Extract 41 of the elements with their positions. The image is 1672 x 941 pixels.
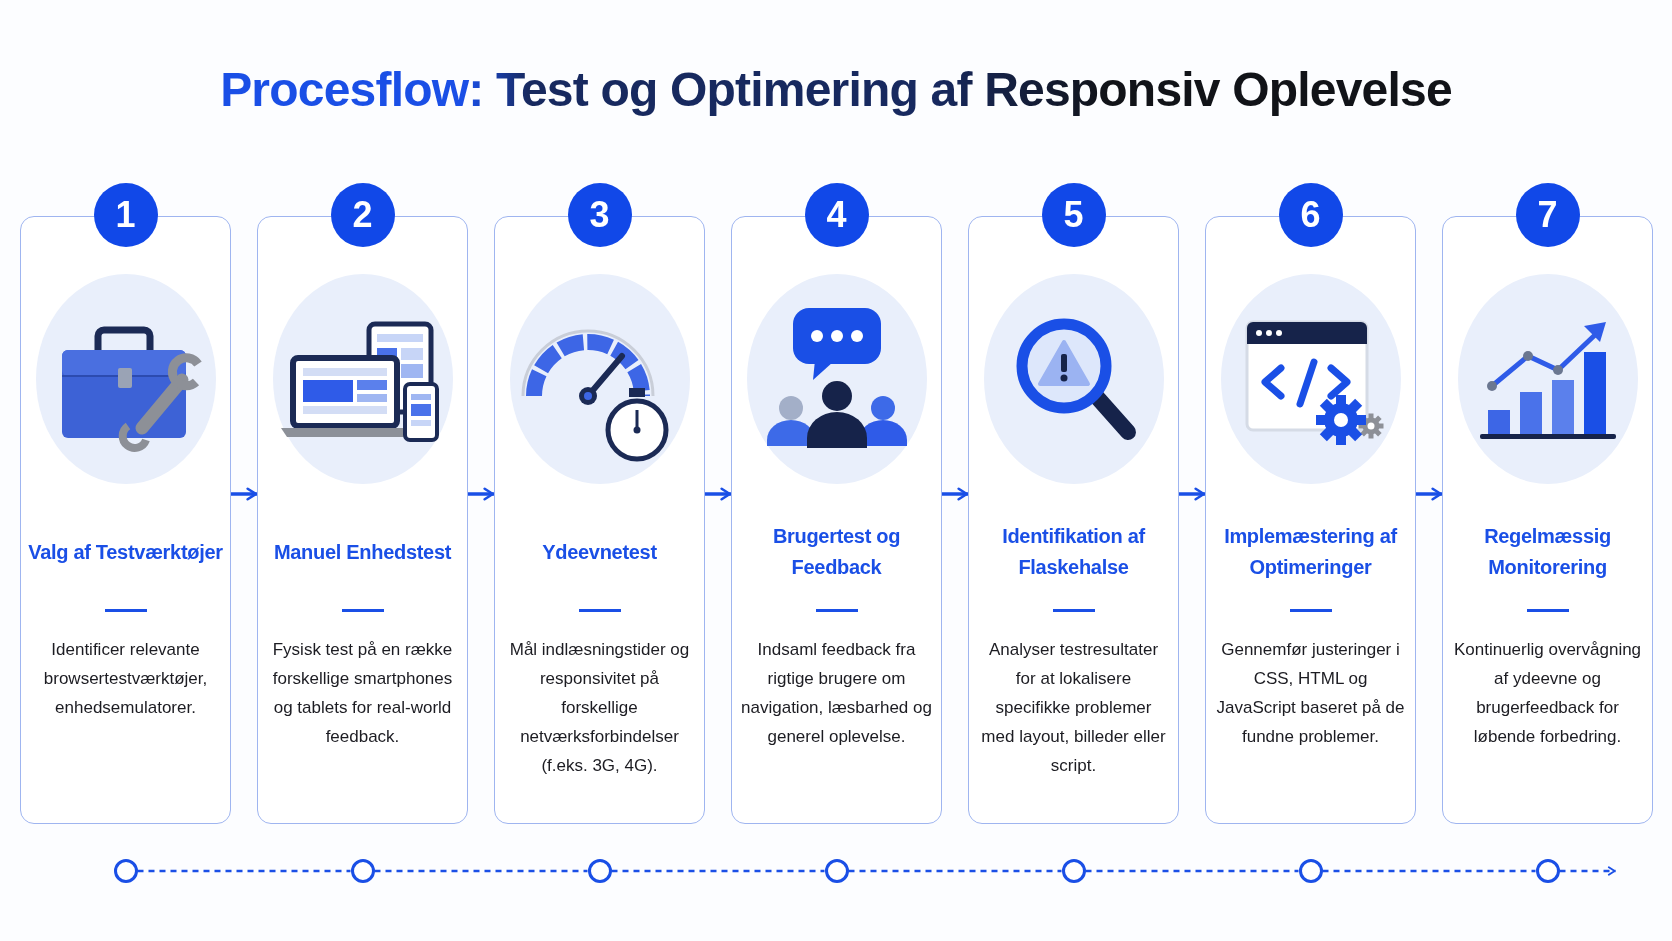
arrow — [1416, 487, 1443, 501]
step-number: 3 — [567, 183, 632, 247]
timeline-dot — [113, 859, 138, 883]
dashed-connector-line — [848, 869, 1062, 873]
dashed-connector-line — [374, 869, 588, 873]
timeline-dot — [1535, 859, 1560, 883]
dashed-connector-line — [611, 869, 825, 873]
step-description: Fysisk test på en række forskellige smartphones og tablets for real-world feedback. — [271, 639, 454, 748]
step-number: 7 — [1515, 183, 1580, 247]
timeline-dot — [350, 859, 375, 883]
step-description: Analyser testresultater for at lokalisere specifikke problemer med layout, billeder eller script. — [980, 639, 1167, 777]
step-title: Manuel Enhedstest — [273, 539, 452, 565]
step-number: 5 — [1041, 183, 1106, 247]
arrow — [942, 487, 969, 501]
step-title: Identifikation af Flaskehalse — [1001, 524, 1147, 580]
arrow — [705, 487, 732, 501]
dashed-connector-line — [137, 869, 351, 873]
timeline-dot — [824, 859, 849, 883]
dashed-arrow — [1559, 866, 1616, 876]
step-title: Ydeevnetest — [542, 539, 657, 565]
step-title: Regelmæssig Monitorering — [1483, 524, 1612, 580]
step-description: Indsaml feedback fra rigtige brugere om navigation, læsbarhed og generel oplevelse. — [740, 639, 933, 748]
arrow — [1179, 487, 1206, 501]
step-description: Gennemfør justeringer i CSS, HTML og JavaScript baseret på de fundne problemer. — [1215, 639, 1406, 748]
arrow — [231, 487, 258, 501]
step-title: Valg af Testværktøjer — [28, 539, 223, 565]
step-description: Mål indlæsningstider og responsivitet på forskellige netværksforbindelser (f.eks. 3G, 4G). — [508, 639, 691, 777]
step-number: 1 — [93, 183, 158, 247]
step-title: Implemæstering af Optimeringer — [1223, 524, 1399, 580]
timeline-dot — [1061, 859, 1086, 883]
step-number: 4 — [804, 183, 869, 247]
step-description: Identificer relevante browsertestværktøjer, enhedsemulatorer. — [42, 639, 209, 719]
step-description: Kontinuerlig overvågning af ydeevne og brugerfeedback for løbende forbedring. — [1452, 639, 1643, 748]
timeline-dot — [587, 859, 612, 883]
arrow — [468, 487, 495, 501]
step-number: 6 — [1278, 183, 1343, 247]
timeline-dot — [1298, 859, 1323, 883]
dashed-connector-line — [1322, 869, 1536, 873]
dashed-connector-line — [1085, 869, 1299, 873]
step-title: Brugertest og Feedback — [771, 524, 902, 580]
step-number: 2 — [330, 183, 395, 247]
